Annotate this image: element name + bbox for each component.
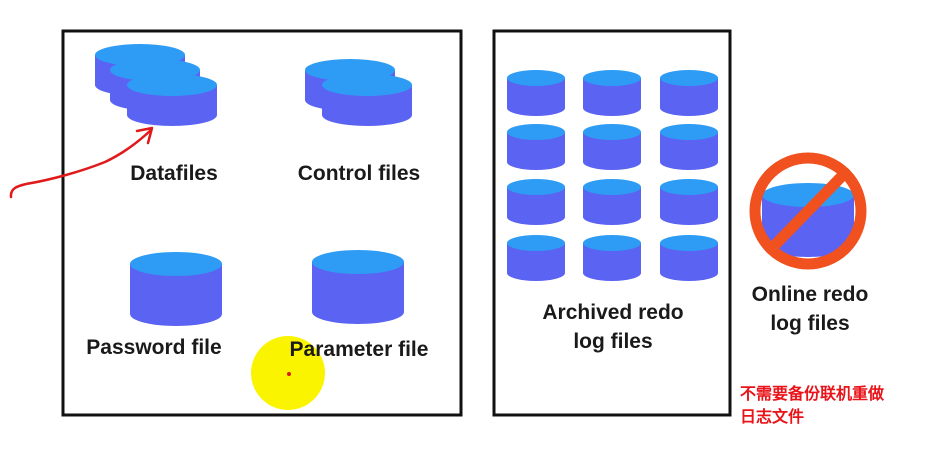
archived-log-icon xyxy=(507,235,565,281)
annotation-line2: 日志文件 xyxy=(740,407,805,426)
archived-logs-box xyxy=(492,29,732,417)
control-files-label: Control files xyxy=(297,162,421,185)
password-file-label: Password file xyxy=(86,336,222,359)
archived-redo-line2: log files xyxy=(573,330,653,353)
primary-files-box xyxy=(61,29,463,417)
archived-log-icon xyxy=(507,179,565,225)
online-redo-line2: log files xyxy=(770,312,850,335)
archived-log-icon xyxy=(583,179,641,225)
archived-log-icon xyxy=(660,70,718,116)
archived-log-grid xyxy=(507,70,718,281)
control-files-icon xyxy=(305,59,412,126)
annotation-line1: 不需要备份联机重做 xyxy=(740,384,885,403)
annotation-note: 不需要备份联机重做 日志文件 xyxy=(740,382,920,428)
archived-log-icon xyxy=(583,124,641,170)
archived-log-icon xyxy=(583,235,641,281)
datafiles-icon xyxy=(95,44,217,126)
parameter-file-icon xyxy=(312,250,404,324)
archived-log-icon xyxy=(660,124,718,170)
archived-log-icon xyxy=(507,70,565,116)
datafiles-label: Datafiles xyxy=(130,162,218,185)
online-redo-label: Online redo log files xyxy=(730,280,890,338)
password-file-icon xyxy=(130,252,222,326)
cursor-highlight-icon xyxy=(251,336,325,410)
archived-log-icon xyxy=(660,179,718,225)
archived-log-icon xyxy=(660,235,718,281)
archived-redo-label: Archived redo log files xyxy=(510,298,716,356)
archived-log-icon xyxy=(583,70,641,116)
archived-log-icon xyxy=(507,124,565,170)
online-redo-line1: Online redo xyxy=(751,283,869,306)
archived-redo-line1: Archived redo xyxy=(542,301,684,324)
no-sign-icon xyxy=(749,152,867,270)
parameter-file-label: Parameter file xyxy=(289,338,429,361)
red-pen-arrow xyxy=(9,126,154,199)
